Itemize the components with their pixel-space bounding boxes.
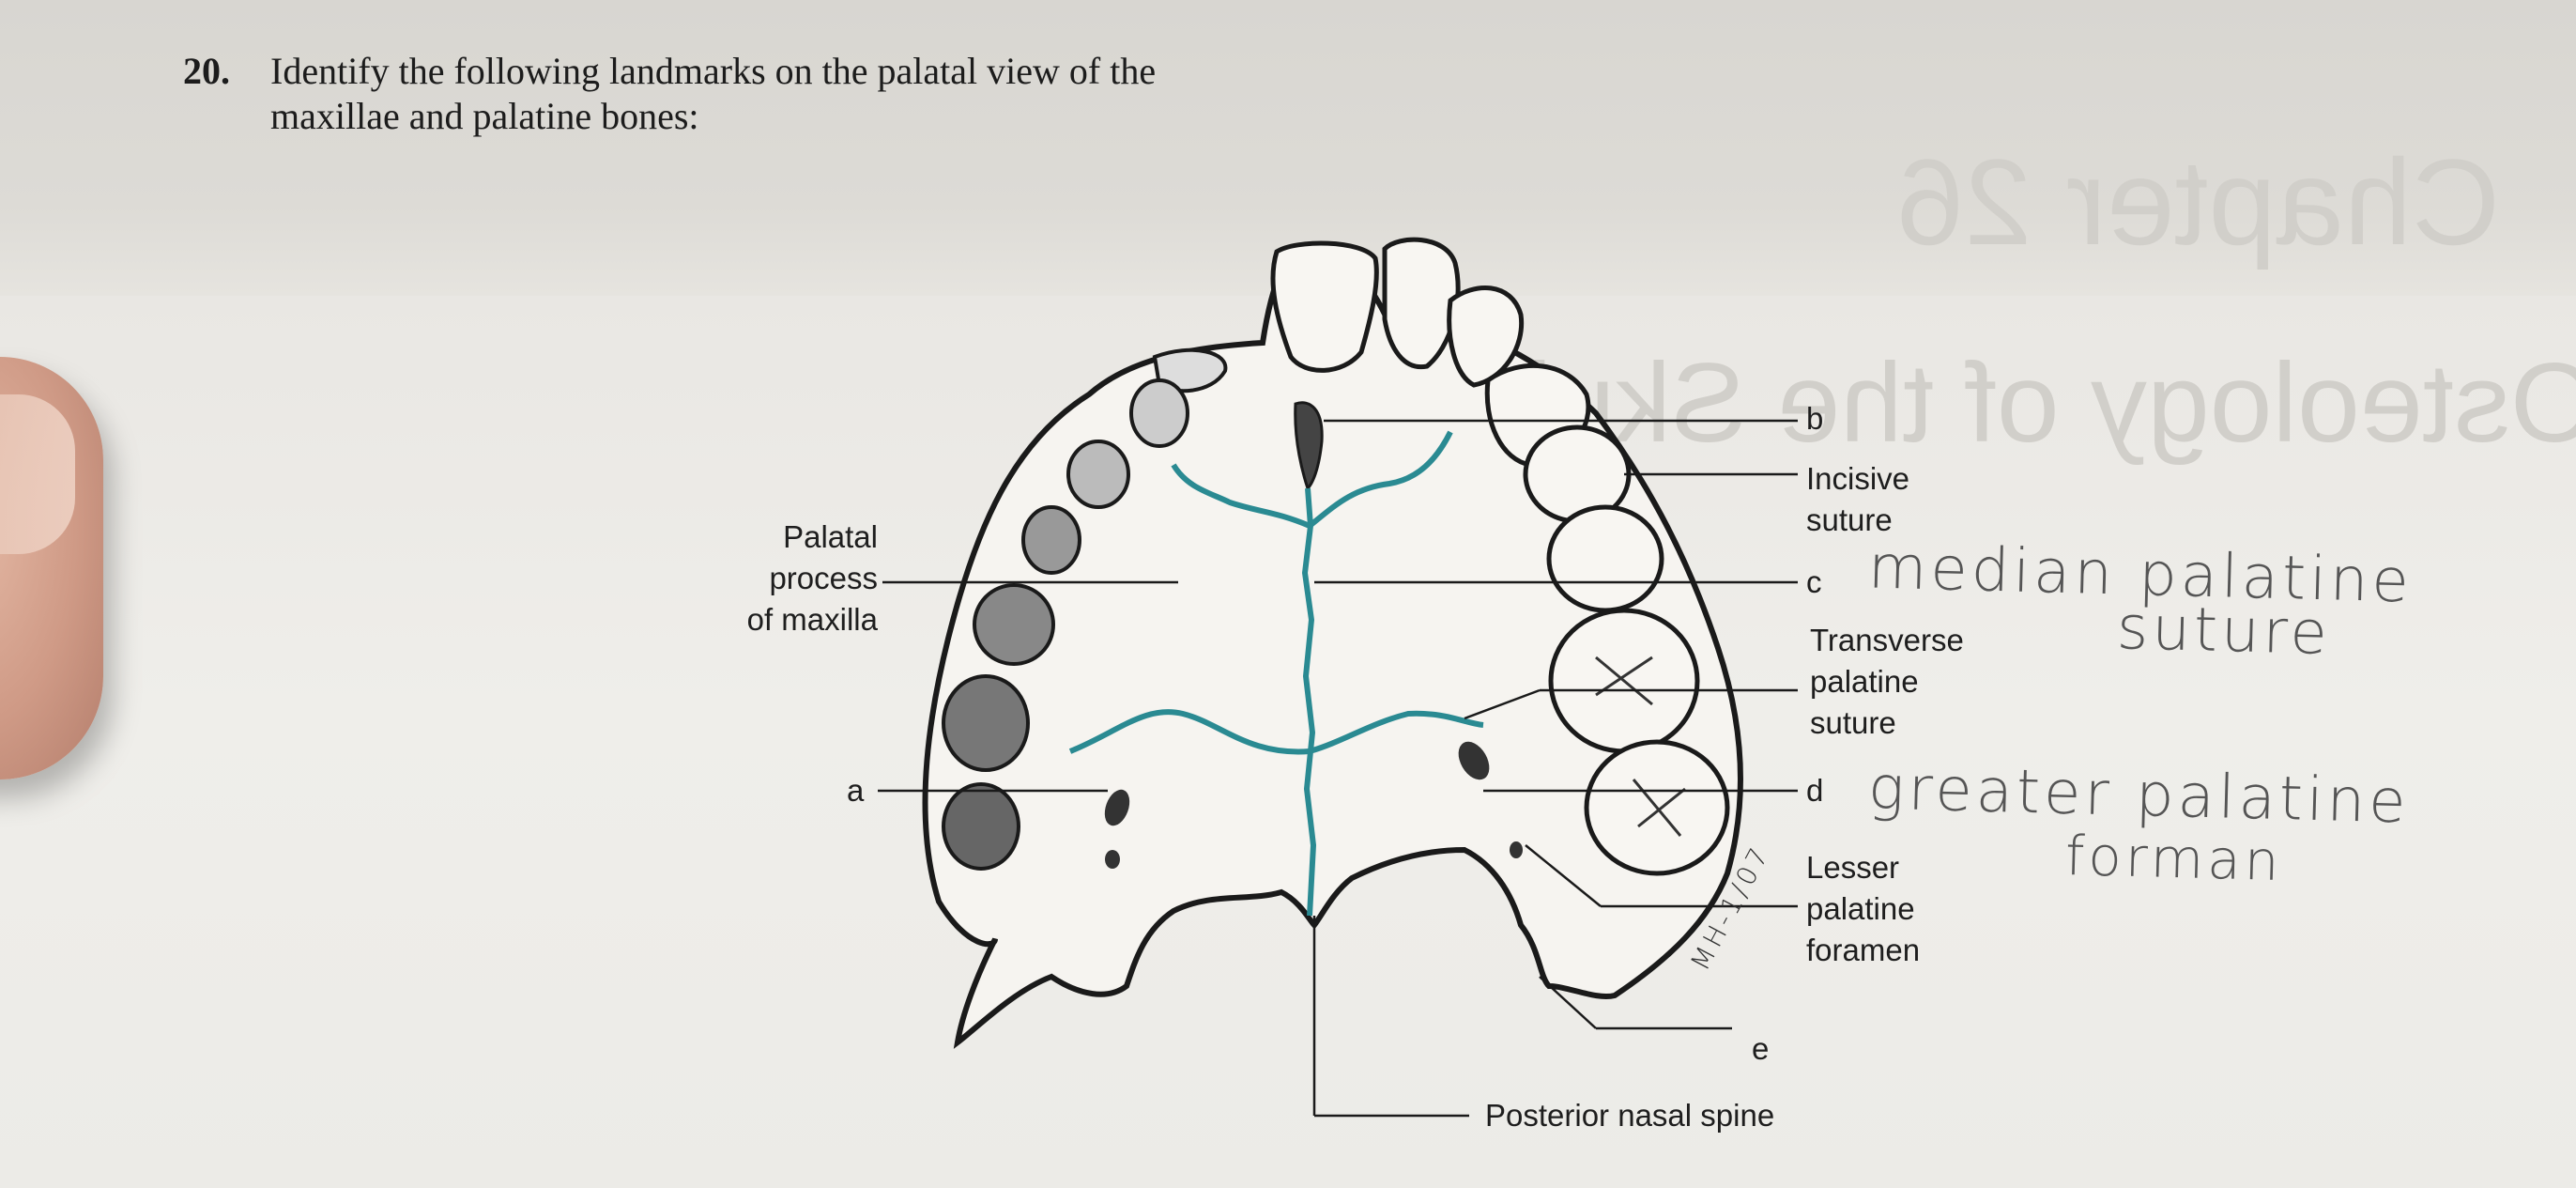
handwritten-answer-c-line2: suture xyxy=(2116,594,2332,669)
label-e: e xyxy=(1752,1031,1770,1066)
label-lesser-palatine-foramen: Lesser palatine foramen xyxy=(1806,847,1920,971)
leader-lines xyxy=(878,419,1798,1118)
label-incisive-line1: Incisive xyxy=(1806,461,1910,496)
socket-left-5 xyxy=(973,583,1055,666)
label-lesser-line1: Lesser xyxy=(1806,850,1900,885)
lesser-palatine-foramen-left xyxy=(1105,850,1120,869)
greater-palatine-foramen-left xyxy=(1104,789,1130,826)
incisor-left xyxy=(1270,240,1379,373)
incisive-suture-right xyxy=(1308,430,1453,529)
label-transverse-line3: suture xyxy=(1810,705,1896,740)
handwritten-answer-d-line2: forman xyxy=(2064,823,2284,894)
greater-palatine-foramen-right xyxy=(1458,741,1490,780)
question-text-line2: maxillae and palatine bones: xyxy=(270,95,699,137)
socket-left-4 xyxy=(1021,505,1081,575)
question-number: 20. xyxy=(183,50,230,92)
label-lesser-line2: palatine xyxy=(1806,891,1915,926)
premolar-right-2 xyxy=(1546,504,1664,613)
label-d: d xyxy=(1806,773,1824,808)
label-b: b xyxy=(1806,401,1824,436)
socket-left-2 xyxy=(1129,378,1189,448)
label-palatal-line1: Palatal xyxy=(783,519,878,554)
label-lesser-line3: foramen xyxy=(1806,933,1921,967)
lesser-palatine-foramen-right xyxy=(1510,841,1523,858)
median-palatine-suture xyxy=(1301,487,1317,917)
socket-left-3 xyxy=(1066,440,1130,509)
label-a: a xyxy=(847,773,865,808)
socket-left-7 xyxy=(942,782,1020,871)
label-transverse-line2: palatine xyxy=(1810,664,1919,699)
incisive-suture-left xyxy=(1171,463,1311,529)
question-text-line1: Identify the following landmarks on the … xyxy=(270,50,1157,92)
label-palatal-line2: process xyxy=(769,561,878,595)
lateral-incisor-right xyxy=(1447,285,1525,388)
incisive-fossa xyxy=(1294,401,1324,491)
label-incisive-line2: suture xyxy=(1806,502,1893,537)
transverse-palatine-suture-left xyxy=(1068,709,1311,755)
label-palatal-line3: of maxilla xyxy=(746,602,878,637)
thumbnail xyxy=(0,394,75,554)
label-transverse-line1: Transverse xyxy=(1810,623,1964,657)
question-text: Identify the following landmarks on the … xyxy=(270,49,1397,139)
label-transverse-palatine-suture: Transverse palatine suture xyxy=(1810,620,1964,744)
label-c: c xyxy=(1806,564,1822,599)
label-incisive-suture: Incisive suture xyxy=(1806,458,1909,541)
label-posterior-nasal-spine: Posterior nasal spine xyxy=(1485,1098,1775,1133)
label-palatal-process: Palatal process xyxy=(765,517,878,599)
transverse-palatine-suture-right xyxy=(1309,710,1484,754)
socket-left-6 xyxy=(942,674,1030,772)
